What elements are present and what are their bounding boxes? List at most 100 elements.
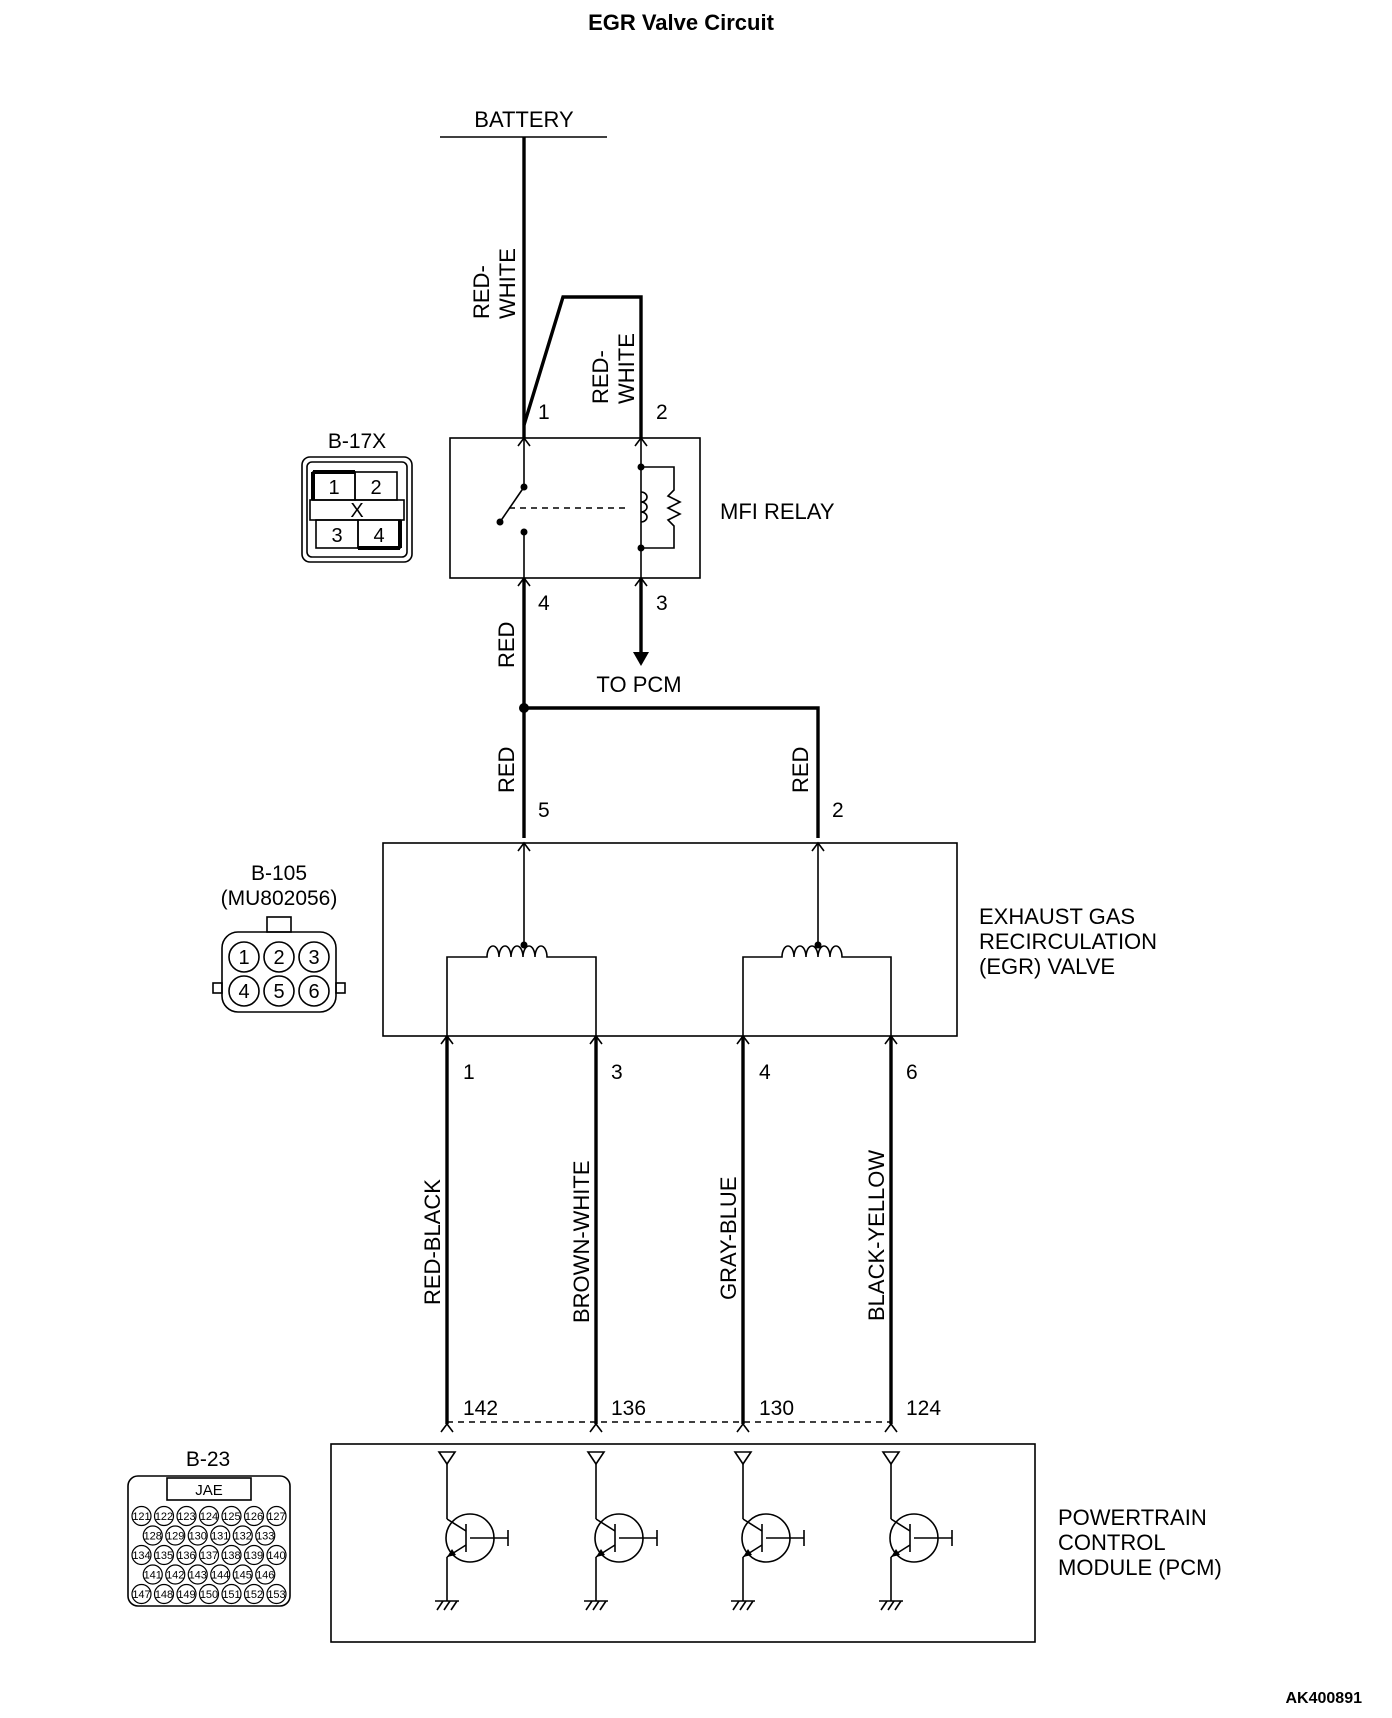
connector-b23-pin-label-127: 127: [267, 1511, 285, 1523]
connector-b105-name: B-105: [251, 862, 307, 885]
connector-b23-pin-151: [221, 1583, 242, 1605]
connector-b23-pin-label-144: 144: [211, 1570, 229, 1582]
connector-b23-pin-label-142: 142: [166, 1570, 184, 1582]
connector-b105-latch: [266, 916, 292, 933]
pcm-pin130-arrow: [736, 1422, 750, 1433]
connector-b23-pin-129: [165, 1525, 186, 1546]
connector-b105-pin-3: [298, 941, 330, 973]
wire-junction-to-egr-pin2: [524, 706, 820, 838]
pcm-input-triangle-142: [437, 1451, 457, 1466]
relay-pin-3: 3: [656, 592, 668, 615]
pcm-input-triangle-124: [881, 1451, 901, 1466]
egr-valve-name-line2: RECIRCULATION: [979, 929, 1157, 954]
connector-b23-pin-label-121: 121: [132, 1511, 150, 1523]
mfi-relay-box: [449, 437, 701, 579]
egr-coil-a-icon: [446, 945, 597, 1036]
connector-b23-pin-label-126: 126: [245, 1511, 263, 1523]
connector-b23-pin-label-151: 151: [222, 1589, 240, 1601]
connector-b23-pin-label-152: 152: [245, 1589, 263, 1601]
wire-label-black-yellow: BLACK-YELLOW: [864, 1150, 889, 1321]
egr-coil-b-icon: [742, 945, 892, 1036]
connector-b23-pin-135: [153, 1544, 175, 1566]
connector-b17x-outer: [301, 456, 413, 563]
pcm-transistor-130: [733, 1451, 805, 1601]
connector-b23-maker: JAE: [195, 1482, 223, 1499]
egr-valve-name-line3: (EGR) VALVE: [979, 954, 1115, 979]
connector-b105-label-6: 6: [308, 981, 319, 1003]
wire-label-brown-white: BROWN-WHITE: [569, 1160, 594, 1323]
connector-b23-pin-136: [176, 1544, 197, 1566]
connector-b23-pin-label-125: 125: [222, 1511, 240, 1523]
connector-b23-pin-label-138: 138: [222, 1550, 240, 1562]
connector-b23-pin-131: [210, 1525, 231, 1546]
connector-b23-pin-label-135: 135: [155, 1550, 173, 1562]
egr-pin-5: 5: [538, 799, 550, 822]
pcm-transistor-emitter-arrow-136: [596, 1549, 605, 1557]
wire-label-red-white-2: RED- WHITE: [588, 333, 639, 404]
connector-b23-pin-137: [198, 1544, 220, 1566]
ground-icon-124: [879, 1600, 903, 1611]
pcm-pin-124: 124: [906, 1397, 941, 1420]
pcm-transistor-emitter-arrow-130: [743, 1549, 752, 1557]
connector-b105-label-1: 1: [238, 947, 249, 969]
pcm-pin124-arrow: [884, 1422, 898, 1433]
pcm-box: [330, 1443, 1036, 1643]
pcm-pin142-arrow: [440, 1422, 454, 1433]
relay-pin-4: 4: [538, 592, 550, 615]
relay-pin-2: 2: [656, 401, 668, 424]
connector-b105-label-5: 5: [273, 981, 284, 1003]
pcm-name-line3: MODULE (PCM): [1058, 1555, 1222, 1580]
connector-b23-pin-label-143: 143: [189, 1570, 207, 1582]
pcm-pin-130: 130: [759, 1397, 794, 1420]
relay-switch-arm: [499, 486, 525, 523]
connector-b23-pin-133: [255, 1525, 276, 1546]
connector-b23-pin-label-132: 132: [234, 1531, 252, 1543]
connector-b23-pin-label-123: 123: [177, 1511, 195, 1523]
connector-b17x-label-1: 1: [328, 477, 339, 499]
wire-label-red-egr2: RED: [788, 747, 813, 793]
connector-b23-pin-label-146: 146: [256, 1570, 274, 1582]
connector-b23-pin-143: [187, 1564, 208, 1585]
connector-b23-pin-130: [187, 1525, 208, 1546]
relay-pin-1: 1: [538, 401, 550, 424]
connector-b23-pin-label-129: 129: [166, 1531, 184, 1543]
pcm-name-line2: CONTROL: [1058, 1530, 1165, 1555]
connector-b105-label-4: 4: [238, 981, 249, 1003]
relay-switch-pivot: [496, 518, 504, 526]
ground-icon-130: [731, 1600, 755, 1611]
pcm-transistor-136: [586, 1451, 658, 1601]
pcm-transistor-c-leg-124: [890, 1518, 911, 1532]
connector-b105-part: (MU802056): [221, 887, 338, 910]
wire-label-red-egr5: RED: [494, 747, 519, 793]
connector-b23-pin-label-122: 122: [155, 1511, 173, 1523]
connector-b23-pin-149: [176, 1583, 197, 1605]
connector-b23-pin-label-150: 150: [200, 1589, 218, 1601]
connector-b105-label-3: 3: [308, 947, 319, 969]
pcm-transistor-c-leg-130: [742, 1518, 763, 1532]
connector-b23-pin-125: [221, 1505, 242, 1527]
wire-battery-to-relay-pin2: [522, 295, 643, 438]
connector-b105-label-2: 2: [273, 947, 284, 969]
connector-b23-body: [127, 1475, 291, 1607]
connector-b23-pin-134: [131, 1544, 152, 1566]
connector-b23-pin-121: [131, 1505, 152, 1527]
egr-coil-b-tap: [814, 941, 822, 949]
connector-b23-pin-128: [142, 1525, 163, 1546]
connector-b23-pin-150: [198, 1583, 220, 1605]
connector-b23-pin-146: [255, 1564, 276, 1585]
connector-b23-maker-box: [166, 1477, 252, 1501]
egr-valve-name: EXHAUST GAS RECIRCULATION (EGR) VALVE: [979, 904, 1163, 979]
connector-b23-pin-label-134: 134: [132, 1550, 150, 1562]
pcm-pin-142: 142: [463, 1397, 498, 1420]
connector-b23-pin-label-140: 140: [267, 1550, 285, 1562]
pcm-transistor-c-leg-142: [446, 1518, 467, 1532]
connector-b105-pin-1: [228, 941, 260, 973]
connector-b23-pin-label-136: 136: [177, 1550, 195, 1562]
egr-valve-box: [382, 842, 958, 1037]
egr-pin-1: 1: [463, 1061, 475, 1084]
connector-b17x-label-4: 4: [373, 525, 384, 547]
connector-b23-pin-152: [243, 1583, 265, 1605]
connector-b23-pin-label-130: 130: [189, 1531, 207, 1543]
